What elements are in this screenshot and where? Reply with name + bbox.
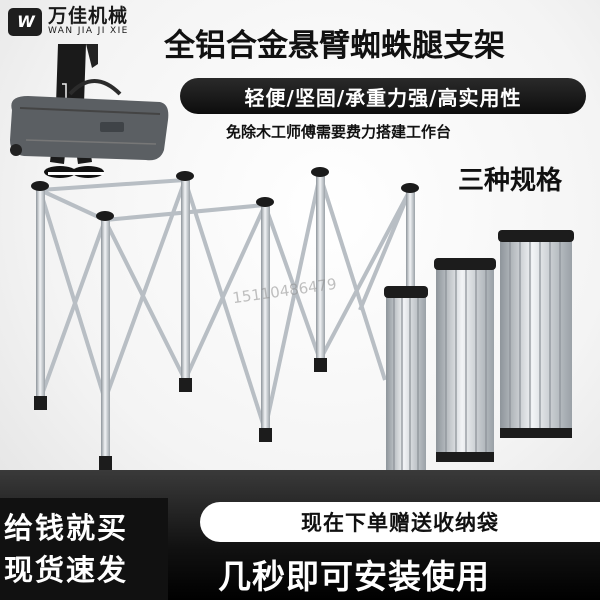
install-slogan: 几秒即可安装使用 bbox=[218, 557, 490, 596]
gift-text: 现在下单赠送收纳袋 bbox=[301, 511, 499, 535]
promo-badge: 给钱就买 现货速发 bbox=[0, 498, 168, 600]
promo-line-1: 给钱就买 bbox=[4, 511, 129, 545]
brand-name-cn: 万佳机械 bbox=[48, 5, 129, 27]
promo-line-2: 现货速发 bbox=[4, 553, 129, 587]
spider-leg-stand-image bbox=[31, 167, 574, 478]
headline: 全铝合金悬臂蜘蛛腿支架 bbox=[164, 28, 505, 64]
subline: 免除木工师傅需要费力搭建工作台 bbox=[226, 123, 452, 141]
features-text: 轻便/坚固/承重力强/高实用性 bbox=[244, 85, 522, 110]
brand-mark-icon: W bbox=[8, 7, 42, 36]
brand-name-en: WAN JIA JI XIE bbox=[48, 26, 129, 36]
person-carrying-bag-image bbox=[10, 44, 169, 178]
features-bar: 轻便/坚固/承重力强/高实用性 bbox=[180, 78, 586, 114]
brand-logo: W 万佳机械 WAN JIA JI XIE bbox=[8, 6, 129, 37]
specs-label: 三种规格 bbox=[458, 166, 563, 196]
gift-banner: 现在下单赠送收纳袋 bbox=[200, 502, 600, 542]
